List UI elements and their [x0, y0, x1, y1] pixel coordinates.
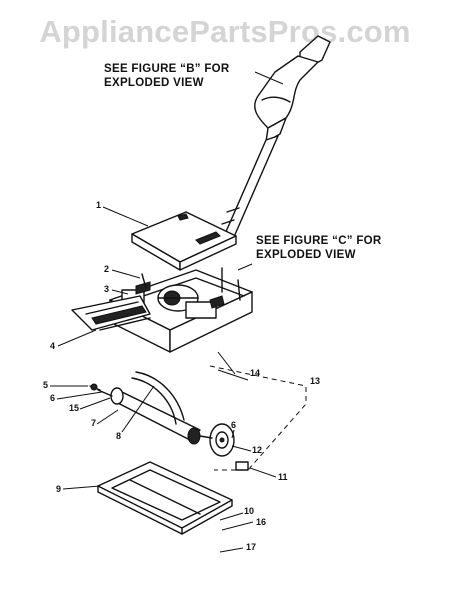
callout-6b: 6 [231, 420, 237, 430]
figure-b-note-line2: EXPLODED VIEW [104, 77, 204, 89]
front-bumper [71, 295, 151, 331]
watermark: AppliancePartsPros.com [39, 14, 411, 49]
figure-c-note: SEE FIGURE “C” FOR EXPLODED VIEW [256, 234, 382, 262]
callout-5: 5 [43, 380, 49, 390]
leader-lines [50, 71, 284, 553]
callout-9: 9 [56, 484, 62, 494]
figure-b-note: SEE FIGURE “B” FOR EXPLODED VIEW [104, 62, 230, 90]
callout-10: 10 [244, 506, 255, 516]
end-cap [199, 423, 235, 457]
handle-grip [254, 35, 331, 143]
figure-c-note-line2: EXPLODED VIEW [256, 249, 356, 261]
callout-16: 16 [256, 517, 267, 527]
callout-4: 4 [50, 341, 56, 351]
brush-roll [89, 383, 201, 445]
callout-14: 14 [250, 368, 261, 378]
small-block [235, 461, 249, 471]
callout-15: 15 [69, 403, 80, 413]
callout-17: 17 [246, 542, 257, 552]
callout-6a: 6 [50, 393, 56, 403]
callout-12: 12 [252, 445, 263, 455]
callout-2: 2 [104, 264, 110, 274]
figure-c-note-line1: SEE FIGURE “C” FOR [256, 235, 382, 247]
callout-3: 3 [104, 284, 110, 294]
drive-belt [131, 371, 185, 425]
callout-7: 7 [91, 418, 97, 428]
callout-8: 8 [116, 431, 122, 441]
assembly-outline [209, 365, 307, 471]
callout-1: 1 [96, 200, 102, 210]
figure-b-note-line1: SEE FIGURE “B” FOR [104, 63, 230, 75]
bottom-plate [97, 461, 233, 535]
callout-13: 13 [310, 376, 321, 386]
top-cover [131, 211, 237, 271]
callout-11: 11 [278, 472, 288, 482]
